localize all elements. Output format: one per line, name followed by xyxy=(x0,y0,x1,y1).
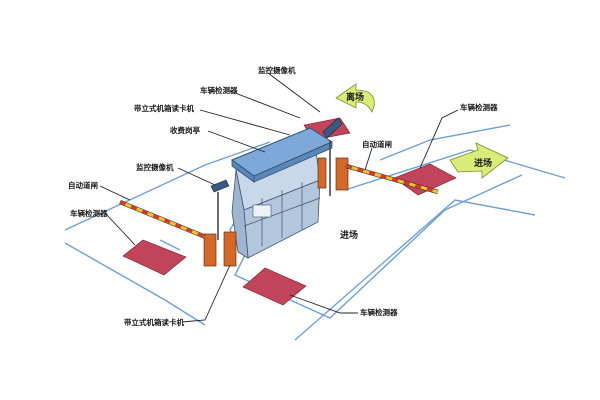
card-reader-kiosk-bottom xyxy=(223,231,237,267)
label-auto-gate-right: 自动道闸 xyxy=(362,139,392,149)
card-reader-kiosk-top xyxy=(317,157,327,189)
booth-window-frames xyxy=(243,182,321,246)
gate-post-right xyxy=(335,157,349,191)
lane-line-left-upper xyxy=(64,141,271,231)
entry-arrow-label: 进场 xyxy=(474,157,492,169)
leader-detector-bottom xyxy=(289,294,358,314)
exit-arrow-label: 离场 xyxy=(346,91,364,103)
vehicle-detector-pad-left xyxy=(122,239,187,276)
toll-booth xyxy=(230,127,334,259)
booth-desk-icon xyxy=(252,204,272,218)
label-vehicle-detector-left: 车辆检测器 xyxy=(70,208,108,218)
leader-gate-right xyxy=(364,147,373,171)
lane-line-upper-right xyxy=(344,149,566,191)
exit-arrow: 离场 xyxy=(335,83,375,113)
label-vehicle-detector-right: 车辆检测器 xyxy=(460,102,498,112)
component-labels: 监控摄像机 车辆检测器 带立式机箱读卡机 收费岗亭 监控摄像机 自动道闸 车辆检… xyxy=(68,65,498,327)
entry-arrow-shape xyxy=(449,142,509,179)
lane-line-lower-right xyxy=(294,199,536,341)
leader-detector-left xyxy=(105,213,136,246)
exit-arrow-shape xyxy=(335,83,375,113)
barrier-arm-right-stripes xyxy=(345,164,439,194)
leader-toll-booth xyxy=(207,130,266,153)
label-card-reader-bottom: 带立式机箱读卡机 xyxy=(124,317,184,327)
vehicle-detector-pad-bottom xyxy=(242,267,307,306)
leader-detector-right xyxy=(419,109,459,169)
booth-roof-edge-front xyxy=(253,141,333,183)
leader-card-reader-top xyxy=(199,109,291,136)
leader-camera-top xyxy=(267,72,321,113)
camera-top-icon xyxy=(322,117,343,139)
camera-left-icon xyxy=(210,179,230,193)
label-toll-booth: 收费岗亭 xyxy=(170,125,200,135)
label-vehicle-detector-bottom: 车辆检测器 xyxy=(360,307,398,317)
leader-camera-left xyxy=(177,167,216,186)
leader-card-reader-bottom xyxy=(181,264,231,323)
label-camera-top: 监控摄像机 xyxy=(258,65,296,75)
vehicle-detector-pad-right xyxy=(393,163,457,196)
barrier-gate-left xyxy=(119,199,217,267)
lane-line-left-lower xyxy=(64,242,206,326)
gate-post-left xyxy=(203,233,217,267)
label-card-reader-top: 带立式机箱读卡机 xyxy=(134,103,194,113)
barrier-gate-right xyxy=(335,157,439,195)
entry-road-label: 进场 xyxy=(340,229,358,241)
lane-line-center-island xyxy=(229,174,523,319)
leader-lines xyxy=(99,72,459,323)
lane-line-far-right xyxy=(379,124,511,161)
label-vehicle-detector-top: 车辆检测器 xyxy=(200,85,238,95)
barrier-arm-left-stripes xyxy=(119,200,209,240)
detector-pads xyxy=(122,117,457,306)
lane-line-stub xyxy=(159,239,181,251)
leader-gate-left xyxy=(99,185,131,201)
label-auto-gate-left: 自动道闸 xyxy=(68,180,98,190)
camera-poles xyxy=(210,117,343,240)
leader-detector-top xyxy=(229,90,301,119)
label-camera-left: 监控摄像机 xyxy=(136,162,174,172)
entry-arrow-right: 进场 xyxy=(449,142,509,179)
